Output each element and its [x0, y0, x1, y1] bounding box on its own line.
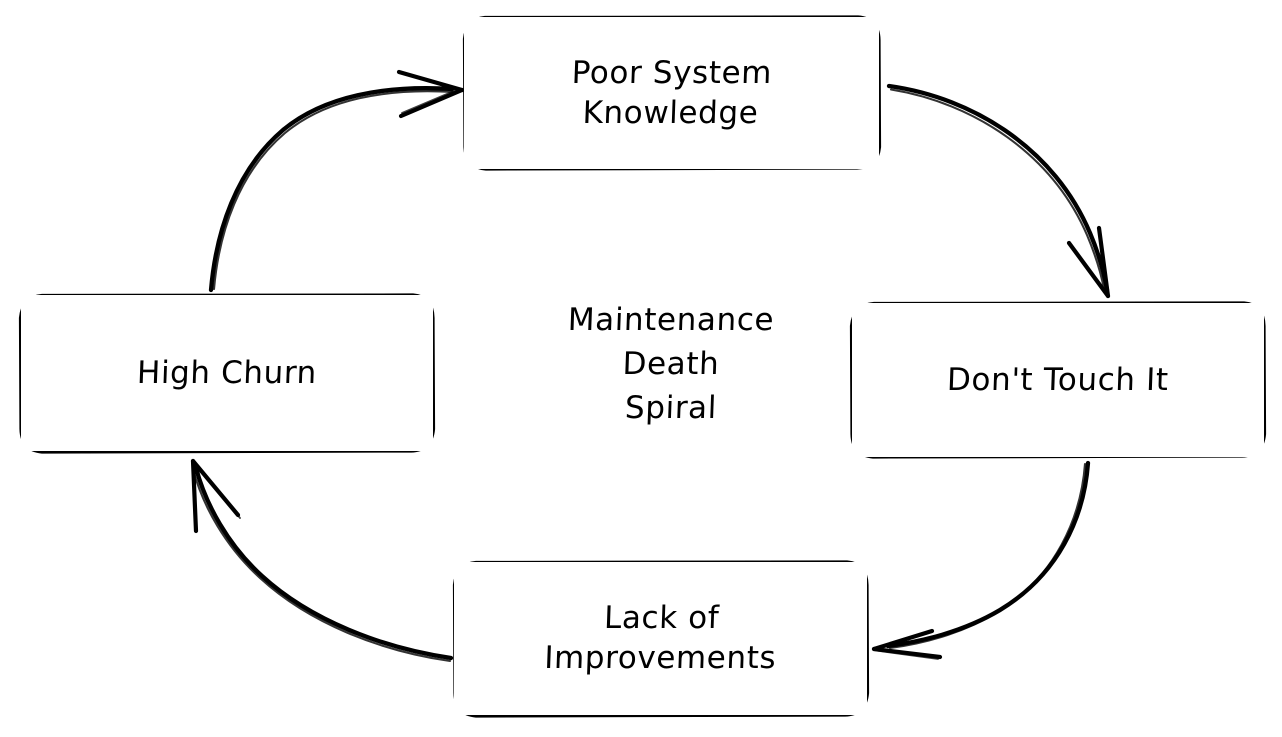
- edge-top-to-right: [886, 83, 1111, 299]
- diagram-center-title: Maintenance Death Spiral: [521, 298, 821, 430]
- node-poor-system-knowledge[interactable]: Poor System Knowledge: [464, 17, 879, 169]
- node-label-dont-touch-it: Don't Touch It: [946, 361, 1170, 398]
- center-title-line-2: Death: [621, 346, 721, 383]
- node-lack-of-improvements[interactable]: Lack of Improvements: [454, 562, 867, 715]
- edge-right-to-bottom: [871, 460, 1091, 660]
- edge-bottom-to-left: [190, 458, 454, 663]
- node-label-poor-system-knowledge: Poor System Knowledge: [571, 54, 773, 131]
- edge-left-to-top: [208, 69, 465, 293]
- center-title-line-3: Spiral: [624, 390, 718, 427]
- center-title-line-1: Maintenance: [567, 302, 775, 338]
- node-dont-touch-it[interactable]: Don't Touch It: [852, 303, 1264, 457]
- node-label-high-churn: High Churn: [136, 354, 318, 391]
- node-high-churn[interactable]: High Churn: [21, 295, 433, 451]
- node-label-lack-of-improvements: Lack of Improvements: [543, 600, 777, 677]
